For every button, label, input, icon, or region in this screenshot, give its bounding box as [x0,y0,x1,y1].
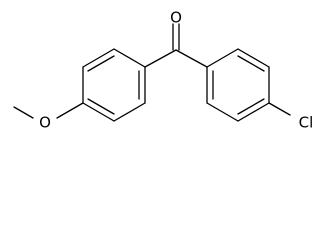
methoxy-oxygen-label: O [39,114,51,132]
carbonyl-oxygen-label: O [170,9,182,27]
carbonyl-double-bond [172,23,180,51]
bond-ring-to-chlorine [268,102,291,116]
chlorine-label: Cl [299,114,314,132]
bond-carbonyl-to-right-ring [175,49,208,68]
chemical-structure-diagram: O O Cl [13,9,314,132]
bond-carbonyl-to-left-ring [144,49,177,68]
bond-ring-to-methoxy-oxygen [56,102,84,119]
bond-methoxy-oxygen-to-methyl [13,106,34,119]
left-benzene-ring [82,48,146,122]
right-benzene-ring [206,48,270,122]
